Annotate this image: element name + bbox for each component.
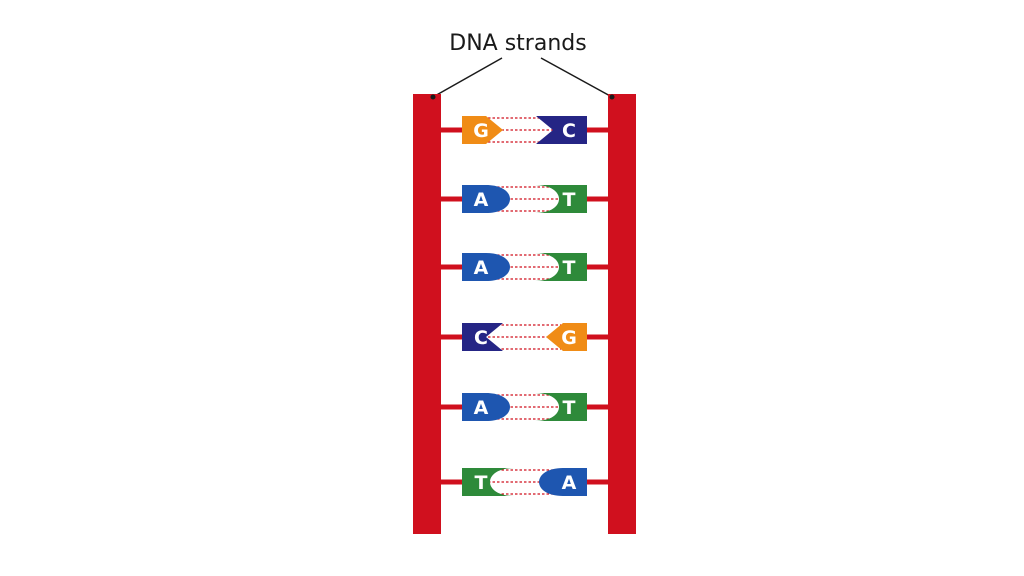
dna-strands-label: DNA strands [449, 31, 586, 56]
thymine-base-right [535, 185, 587, 213]
base-letter-right: T [563, 397, 576, 419]
thymine-base-right [535, 393, 587, 421]
guanine-base-left [462, 116, 503, 144]
left-leader-dot [430, 94, 436, 100]
right-rung-1 [585, 127, 610, 133]
right-rung-2 [585, 196, 610, 202]
right-leader-dot [609, 94, 615, 100]
right-leader-line [540, 57, 613, 98]
left-rung-6 [439, 479, 464, 485]
left-rung-2 [439, 196, 464, 202]
rungs-layer [439, 127, 610, 485]
left-rung-4 [439, 334, 464, 340]
adenine-base-right [539, 468, 587, 496]
base-letter-left: C [474, 327, 488, 349]
base-letter-right: T [563, 257, 576, 279]
left-leader-line [432, 57, 503, 98]
base-letter-right: C [562, 120, 576, 142]
base-letter-right: A [562, 472, 577, 494]
base-letter-left: A [474, 257, 489, 279]
base-letter-left: G [473, 120, 489, 142]
right-rung-6 [585, 479, 610, 485]
thymine-base-right [535, 253, 587, 281]
thymine-base-left [462, 468, 514, 496]
adenine-base-left [462, 253, 510, 281]
base-letter-right: T [563, 189, 576, 211]
cytosine-base-left [462, 323, 503, 351]
left-strand [413, 94, 441, 534]
left-rung-3 [439, 264, 464, 270]
adenine-base-left [462, 393, 510, 421]
right-rung-4 [585, 334, 610, 340]
right-rung-3 [585, 264, 610, 270]
guanine-base-right [546, 323, 587, 351]
base-letter-left: A [474, 189, 489, 211]
base-letter-left: A [474, 397, 489, 419]
left-rung-1 [439, 127, 464, 133]
adenine-base-left [462, 185, 510, 213]
right-strand [608, 94, 636, 534]
right-rung-5 [585, 404, 610, 410]
base-letter-left: T [475, 472, 488, 494]
left-rung-5 [439, 404, 464, 410]
cytosine-base-right [536, 116, 587, 144]
base-letter-right: G [561, 327, 577, 349]
